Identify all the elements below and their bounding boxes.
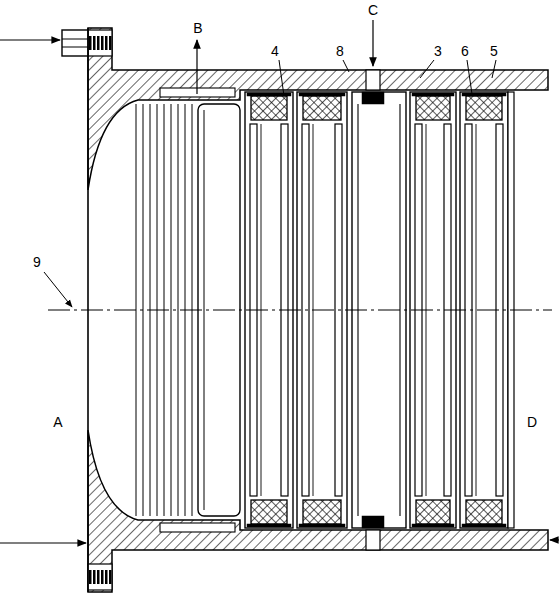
- packing-ring: [251, 96, 287, 120]
- force-arrow: [550, 539, 559, 540]
- callout-number: 3: [432, 43, 444, 59]
- flow-arrow: [196, 40, 197, 94]
- leader-line: [44, 272, 72, 307]
- leader-line: [279, 60, 284, 96]
- callout-number: 5: [488, 43, 500, 59]
- retainer-lip: [247, 524, 291, 527]
- leader-line: [343, 60, 349, 72]
- retainer-lip: [412, 93, 454, 96]
- bolt-thread: [93, 36, 96, 50]
- bolt-thread: [109, 570, 112, 584]
- bolt-thread: [93, 570, 96, 584]
- housing-channel: [160, 523, 235, 532]
- support-ring-edge: [204, 110, 205, 510]
- port-groove: [362, 92, 384, 104]
- bore-groove: [178, 104, 179, 516]
- packing-ring: [466, 96, 502, 120]
- leader-line: [467, 60, 472, 94]
- flow-arrow: [372, 20, 373, 66]
- bolt-thread: [105, 570, 108, 584]
- bolt-thread: [97, 570, 100, 584]
- side-label: A: [51, 414, 64, 430]
- bolt-thread: [109, 36, 112, 50]
- callout-number: 9: [31, 254, 43, 270]
- side-label: D: [525, 414, 539, 430]
- retainer-lip: [299, 524, 345, 527]
- bolt-thread: [89, 36, 92, 50]
- flange-bolt: [88, 30, 112, 56]
- packing-ring: [416, 96, 450, 120]
- bolt-thread: [97, 36, 100, 50]
- port-groove: [362, 516, 384, 528]
- retainer-lip: [462, 524, 506, 527]
- leader-line: [492, 60, 496, 78]
- packing-ring: [251, 500, 287, 524]
- packing-ring: [303, 500, 341, 524]
- bolt-head: [62, 30, 88, 56]
- bolt-thread: [89, 570, 92, 584]
- bolt-thread: [101, 36, 104, 50]
- bolt-thread: [105, 36, 108, 50]
- flow-label: C: [366, 2, 380, 18]
- packing-ring: [416, 500, 450, 524]
- force-arrow: [0, 542, 86, 543]
- retainer-lip: [462, 93, 506, 96]
- packing-ring: [303, 96, 341, 120]
- flow-label: B: [191, 20, 204, 36]
- retainer-lip: [299, 93, 345, 96]
- callout-number: 4: [269, 43, 281, 59]
- packing-ring: [466, 500, 502, 524]
- bolt-thread: [101, 570, 104, 584]
- section-drawing: [0, 20, 559, 592]
- force-arrow: [0, 39, 60, 40]
- port-hole: [366, 70, 380, 90]
- flange-bolt: [88, 564, 112, 590]
- bore-groove: [171, 104, 172, 516]
- sleeve-edge: [476, 124, 477, 496]
- callout-number: 6: [459, 43, 471, 59]
- center-line: [48, 310, 552, 311]
- bolt-head-edge: [62, 47, 88, 48]
- bolt-head-edge: [62, 39, 88, 40]
- callout-number: 8: [334, 43, 346, 59]
- retainer-lip: [412, 524, 454, 527]
- port-hole: [366, 530, 380, 550]
- leader-line: [420, 60, 434, 78]
